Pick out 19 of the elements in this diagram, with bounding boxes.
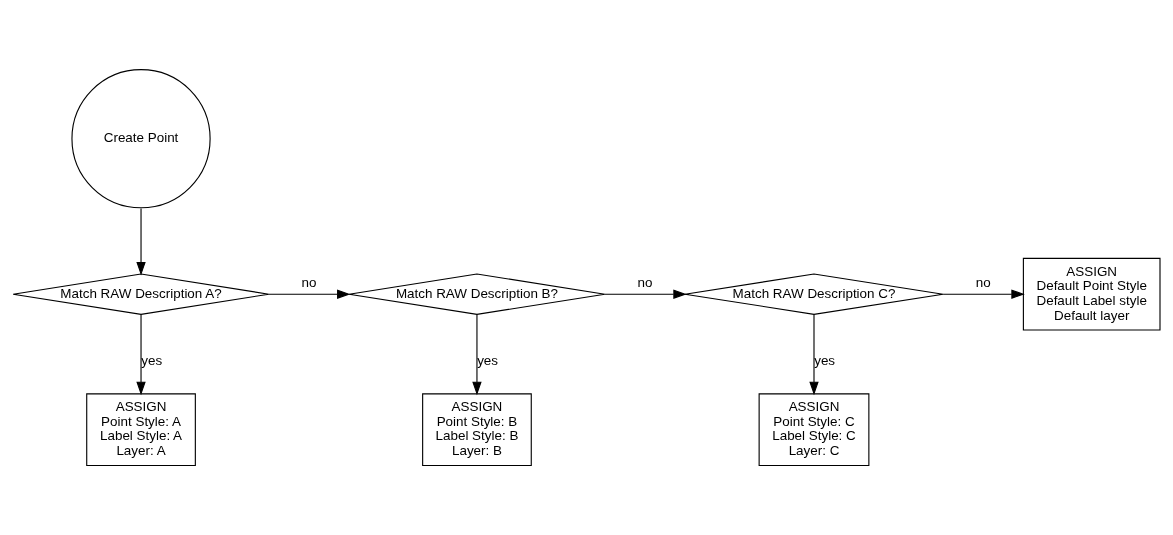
edge-label: yes bbox=[477, 353, 499, 369]
edge-label: no bbox=[637, 275, 653, 291]
node-box: ASSIGN Point Style: B Label Style: B Layer: B bbox=[422, 393, 532, 467]
arrow bbox=[942, 289, 1025, 299]
arrow bbox=[136, 313, 146, 396]
edge-label: no bbox=[975, 275, 991, 291]
node-circle: Create Point bbox=[71, 69, 211, 209]
node-diamond: Match RAW Description B? bbox=[348, 273, 606, 315]
arrow bbox=[268, 289, 351, 299]
edge-label: no bbox=[301, 275, 317, 291]
arrow bbox=[604, 289, 687, 299]
node-box: ASSIGN Point Style: C Label Style: C Layer: C bbox=[758, 393, 870, 467]
arrow bbox=[136, 207, 146, 276]
node-diamond: Match RAW Description A? bbox=[12, 273, 270, 315]
node-diamond: Match RAW Description C? bbox=[684, 273, 944, 315]
arrow bbox=[472, 313, 482, 396]
node-box: ASSIGN Point Style: A Label Style: A Layer: A bbox=[86, 393, 196, 467]
arrow bbox=[809, 313, 819, 396]
node-box: ASSIGN Default Point Style Default Label style Default layer bbox=[1022, 257, 1161, 331]
